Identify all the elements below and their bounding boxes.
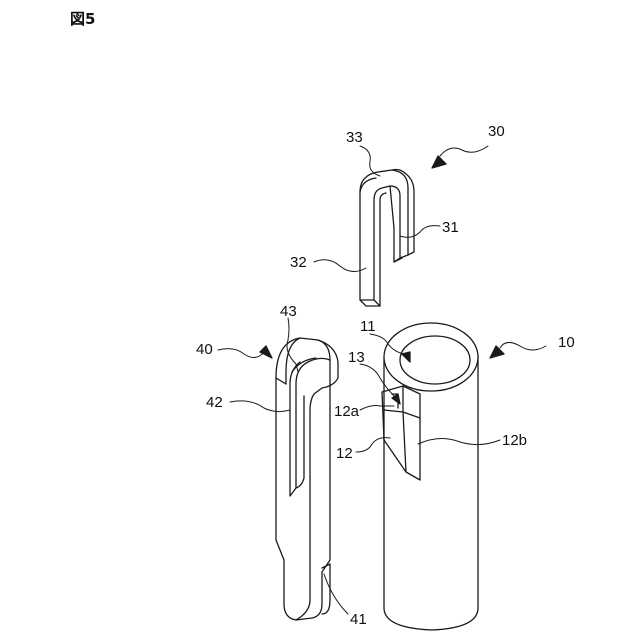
label-33: 33 (346, 129, 363, 146)
label-32: 32 (290, 254, 307, 271)
label-13: 13 (348, 349, 365, 366)
label-11: 11 (360, 318, 376, 335)
label-12: 12 (336, 445, 353, 462)
label-30: 30 (488, 123, 505, 140)
figure-title: 図5 (70, 10, 95, 28)
label-31: 31 (442, 219, 459, 236)
label-42: 42 (206, 394, 223, 411)
label-40: 40 (196, 341, 213, 358)
label-10: 10 (558, 334, 575, 351)
clip-40 (276, 338, 338, 620)
cylinder-10 (382, 323, 478, 630)
label-12a: 12a (334, 403, 360, 420)
label-41: 41 (350, 611, 367, 628)
label-43: 43 (280, 303, 297, 320)
label-12b: 12b (502, 432, 527, 449)
